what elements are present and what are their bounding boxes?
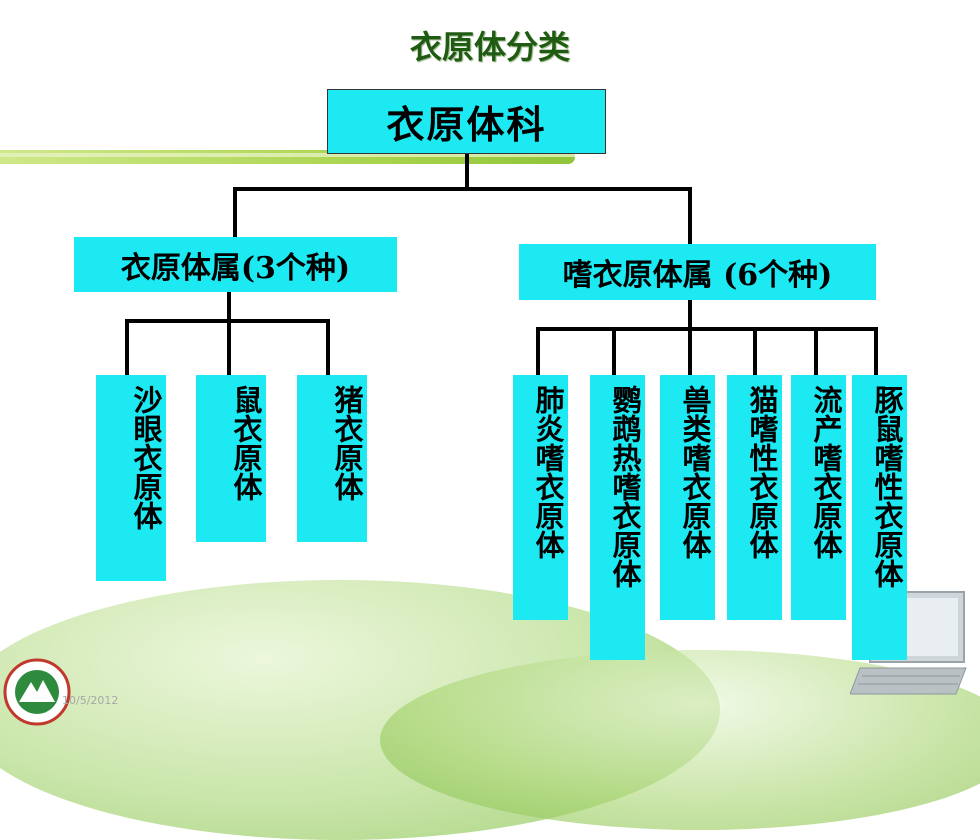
- genus-node-chlamydia: 衣原体属(3个种): [74, 237, 397, 292]
- species-node: 流产嗜衣原体: [791, 375, 846, 620]
- species-node: 猪衣原体: [297, 375, 367, 542]
- branch-line: [753, 327, 757, 375]
- genus1-stem: [227, 292, 231, 322]
- species-node: 兽类嗜衣原体: [660, 375, 715, 620]
- university-logo-icon: [3, 658, 71, 726]
- genus1-drop: [233, 187, 237, 237]
- branch-line: [227, 319, 231, 375]
- branch-line: [612, 327, 616, 375]
- branch-line: [125, 319, 129, 375]
- species-node: 肺炎嗜衣原体: [513, 375, 568, 620]
- genus2-drop: [688, 187, 692, 244]
- root-crossbar: [233, 187, 692, 191]
- slide-date: 10/5/2012: [62, 694, 119, 707]
- diagram-title: 衣原体分类: [409, 28, 570, 66]
- species-node: 沙眼衣原体: [96, 375, 166, 581]
- branch-line: [814, 327, 818, 375]
- root-node: 衣原体科: [327, 89, 606, 154]
- species-node: 豚鼠嗜性衣原体: [852, 375, 907, 660]
- branch-line: [874, 327, 878, 375]
- species-node: 猫嗜性衣原体: [727, 375, 782, 620]
- root-stem: [465, 154, 469, 190]
- genus2-stem: [688, 300, 692, 330]
- branch-line: [536, 327, 540, 375]
- species-node: 鹦鹉热嗜衣原体: [590, 375, 645, 660]
- species-node: 鼠衣原体: [196, 375, 266, 542]
- branch-line: [326, 319, 330, 375]
- genus2-crossbar: [536, 327, 878, 331]
- genus-node-chlamydophila: 嗜衣原体属 (6个种): [519, 244, 876, 300]
- decorative-band-highlight: [0, 153, 575, 157]
- branch-line: [688, 327, 692, 375]
